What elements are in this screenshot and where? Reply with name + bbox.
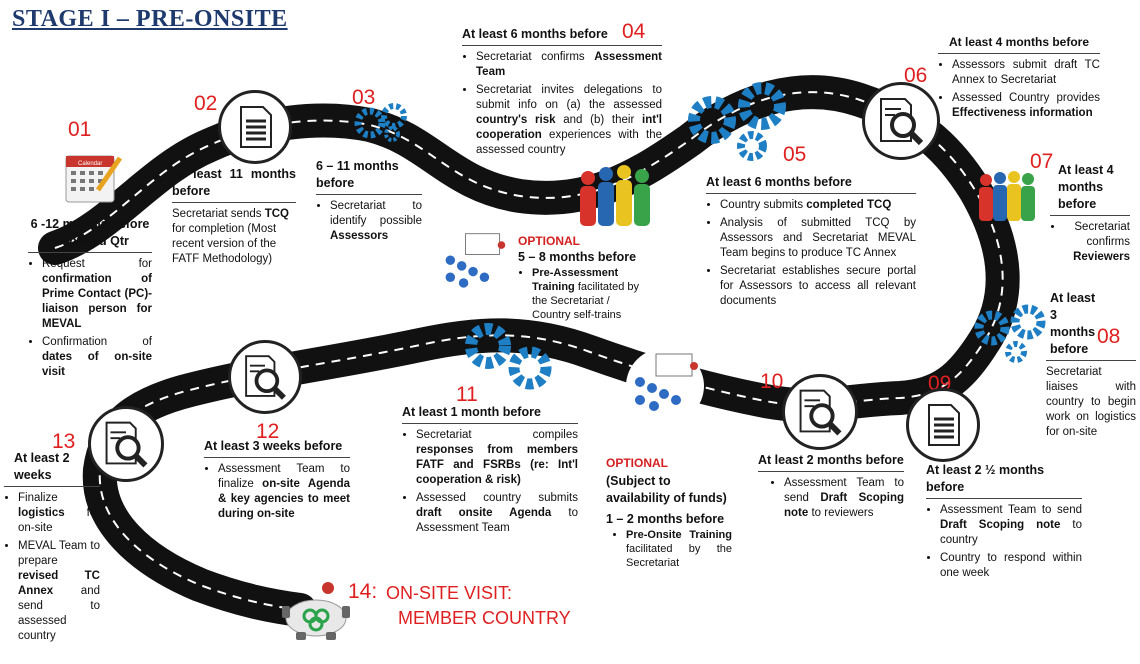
calendar-label: Calendar: [78, 161, 102, 167]
stage-number-05: 05: [783, 143, 807, 166]
stage-number-01: 01: [68, 118, 92, 141]
calendar-icon: Calendar: [62, 150, 124, 206]
stage-09-bullet-1: Assessment Team to send Draft Scoping no…: [940, 503, 1082, 548]
stage-05-bullet-2: Analysis of submitted TCQ by Assessors a…: [720, 216, 916, 261]
stage-03-heading: 6 – 11 months before: [316, 158, 422, 195]
stage-number-06: 06: [904, 64, 928, 87]
stage-number-14: 14:: [348, 580, 378, 603]
stage-03-box: 6 – 11 months before Secretariat to iden…: [316, 158, 422, 247]
document-icon-2: [906, 388, 980, 462]
document-icon: [218, 90, 292, 164]
document-magnifier-icon-3: [228, 340, 302, 414]
stage-12-box: At least 3 weeks before Assessment Team …: [204, 438, 350, 525]
stage-01-bullet-2: Confirmation of dates of on-site visit: [42, 335, 152, 380]
large-gears-icon-2: [456, 316, 566, 396]
stage-11-heading: At least 1 month before: [402, 404, 578, 424]
optional-1-label: OPTIONAL: [518, 234, 580, 248]
page-title: STAGE I – PRE-ONSITE: [12, 6, 288, 32]
stage-05-bullet-1: Country submits completed TCQ: [720, 198, 916, 213]
stage-12-heading: At least 3 weeks before: [204, 438, 350, 458]
stage-04-heading: At least 6 months before: [462, 26, 662, 46]
stage-10-box: At least 2 months before Assessment Team…: [758, 452, 904, 524]
stage-02-heading: At least 11 months before: [172, 166, 296, 203]
stage-09-box: At least 2 ½ months before Assessment Te…: [926, 462, 1082, 584]
document-magnifier-icon: [862, 82, 940, 160]
onsite-visit-line-2: MEMBER COUNTRY: [398, 608, 571, 628]
stage-number-08: 08: [1097, 325, 1121, 348]
stage-13-bullet-1: Finalize logistics for on-site: [18, 491, 100, 536]
optional-1-bullet: Pre-Assessment Training facilitated by t…: [532, 266, 642, 322]
stage-11-bullet-1: Secretariat compiles responses from memb…: [416, 428, 578, 488]
stage-11-bullet-2: Assessed country submits draft onsite Ag…: [416, 491, 578, 536]
stage-10-heading: At least 2 months before: [758, 452, 904, 472]
stage-11-box: At least 1 month before Secretariat comp…: [402, 404, 578, 539]
stage-04-bullet-2: Secretariat invites delegations to submi…: [476, 83, 662, 158]
stage-03-bullet: Secretariat to identify possible Assesso…: [330, 199, 422, 244]
stage-13-heading: At least 2 weeks: [4, 450, 100, 487]
optional-1-heading: 5 – 8 months before: [518, 250, 637, 264]
stage-10-bullet: Assessment Team to send Draft Scoping no…: [784, 476, 904, 521]
optional-2-box: OPTIONAL (Subject to availability of fun…: [606, 456, 732, 573]
stage-06-box: At least 4 months before Assessors submi…: [938, 34, 1100, 124]
optional-2-heading: 1 – 2 months before: [606, 512, 725, 526]
stage-01-box: 6 -12 months before identified Qtr Reque…: [28, 216, 152, 383]
stage-13-bullet-2: MEVAL Team to prepare revised TC Annex a…: [18, 539, 100, 644]
stage-number-04: 04: [622, 20, 646, 43]
stage-02-box: At least 11 months before Secretariat se…: [172, 166, 296, 267]
stage-number-07: 07: [1030, 150, 1054, 173]
optional-2-bullet: Pre-Onsite Training facilitated by the S…: [626, 528, 732, 570]
gears-icon: [352, 98, 412, 143]
meeting-table-icon: [276, 578, 356, 646]
stage-08-heading: At least 3 months before: [1046, 290, 1136, 361]
stage-06-heading: At least 4 months before: [938, 34, 1100, 54]
stage-01-heading: 6 -12 months before identified Qtr: [28, 216, 152, 253]
large-gears-icon: [680, 80, 810, 170]
onsite-visit-line-1: ON-SITE VISIT:: [386, 583, 513, 603]
stage-02-text: Secretariat sends TCQ for completion (Mo…: [172, 208, 289, 265]
stage-05-bullet-3: Secretariat establishes secure portal fo…: [720, 264, 916, 309]
stage-07-heading: At least 4 months before: [1050, 162, 1130, 216]
training-icon-2: [626, 348, 704, 424]
stage-number-10: 10: [760, 370, 784, 393]
stage-number-13: 13: [52, 430, 76, 453]
stage-number-11: 11: [456, 383, 478, 406]
stage-04-box: At least 6 months before Secretariat con…: [462, 26, 662, 161]
training-icon: [436, 228, 512, 300]
stage-09-bullet-2: Country to respond within one week: [940, 551, 1082, 581]
people-group-icon-2: [974, 168, 1040, 228]
stage-13-box: At least 2 weeks Finalize logistics for …: [4, 450, 100, 647]
optional-1-box: OPTIONAL 5 – 8 months before Pre-Assessm…: [518, 234, 642, 325]
document-magnifier-icon-2: [782, 374, 858, 450]
stage-number-02: 02: [194, 92, 218, 115]
stage-09-heading: At least 2 ½ months before: [926, 462, 1082, 499]
stage-08-text: Secretariat liaises with country to begi…: [1046, 366, 1136, 438]
document-magnifier-icon-4: [88, 406, 164, 482]
stage-number-12: 12: [256, 420, 280, 443]
stage-number-03: 03: [352, 86, 376, 109]
stage-12-bullet: Assessment Team to finalize on-site Agen…: [218, 462, 350, 522]
stage-05-heading: At least 6 months before: [706, 174, 916, 194]
stage-06-bullet-2: Assessed Country provides Effectiveness …: [952, 91, 1100, 121]
stage-07-box: At least 4 months before Secretariat con…: [1050, 162, 1130, 268]
people-group-icon: [572, 160, 662, 232]
optional-2-label: OPTIONAL: [606, 456, 668, 470]
gears-icon-2: [972, 300, 1052, 364]
optional-2-subtitle: (Subject to availability of funds): [606, 474, 727, 505]
stage-06-bullet-1: Assessors submit draft TC Annex to Secre…: [952, 58, 1100, 88]
stage-08-box: At least 3 months before Secretariat lia…: [1046, 290, 1136, 440]
stage-05-box: At least 6 months before Country submits…: [706, 174, 916, 312]
stage-07-bullet: Secretariat confirms Reviewers: [1064, 220, 1130, 265]
stage-01-bullet-1: Request for confirmation of Prime Contac…: [42, 257, 152, 332]
stage-04-bullet-1: Secretariat confirms Assessment Team: [476, 50, 662, 80]
